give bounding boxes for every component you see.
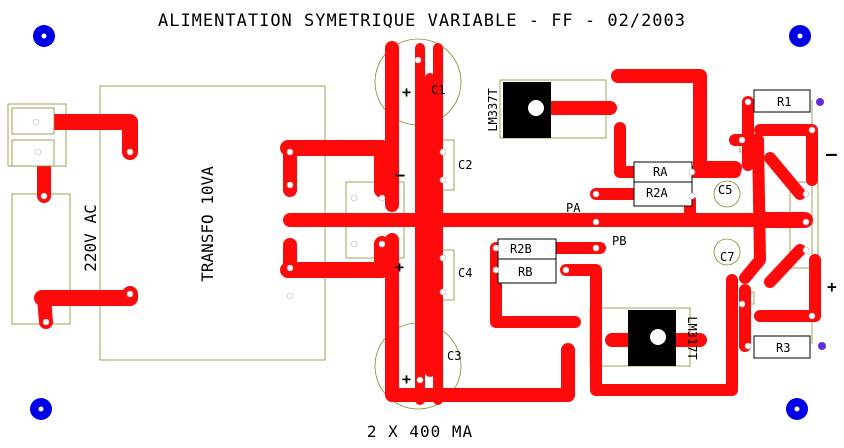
board-footer: 2 X 400 MA <box>367 422 473 441</box>
label-ra: RA <box>653 165 668 179</box>
text-labels: ALIMENTATION SYMETRIQUE VARIABLE - FF - … <box>81 11 837 441</box>
label-c1: C1 <box>431 83 445 97</box>
output-minus-sign: – <box>826 144 837 165</box>
label-r2b: R2B <box>510 242 532 256</box>
label-transformer: TRANSFO 10VA <box>198 166 217 282</box>
r3-body <box>753 335 811 359</box>
label-c3: C3 <box>447 349 461 363</box>
components <box>11 82 811 366</box>
bridge-plus-sign: + <box>395 258 404 276</box>
label-pb: PB <box>612 234 626 248</box>
rb-body <box>497 258 557 284</box>
label-c5: C5 <box>718 183 732 197</box>
label-reg-neg: LM337T <box>486 88 500 131</box>
c7-outline <box>713 238 741 266</box>
bridge-minus-sign: – <box>395 165 405 184</box>
label-pa: PA <box>566 201 581 215</box>
mounting-holes <box>30 25 811 420</box>
pads <box>32 56 826 384</box>
r1-body <box>753 89 811 113</box>
reg-neg-body <box>503 82 551 138</box>
label-r3: R3 <box>776 341 790 355</box>
copper-traces <box>30 41 821 405</box>
label-rb: RB <box>518 265 532 279</box>
label-c4: C4 <box>458 266 472 280</box>
label-r1: R1 <box>777 95 791 109</box>
label-reg-pos: LM317T <box>685 316 699 359</box>
label-c7: C7 <box>720 250 734 264</box>
label-r2a: R2A <box>646 186 668 200</box>
c5-outline <box>713 180 741 208</box>
r2a-body <box>633 181 693 207</box>
label-c2: C2 <box>458 158 472 172</box>
c3-plus-sign: + <box>402 370 411 388</box>
c1-plus-sign: + <box>402 83 411 101</box>
output-plus-sign: + <box>827 277 837 296</box>
label-mains: 220V AC <box>81 204 100 271</box>
board-title: ALIMENTATION SYMETRIQUE VARIABLE - FF - … <box>158 11 686 31</box>
